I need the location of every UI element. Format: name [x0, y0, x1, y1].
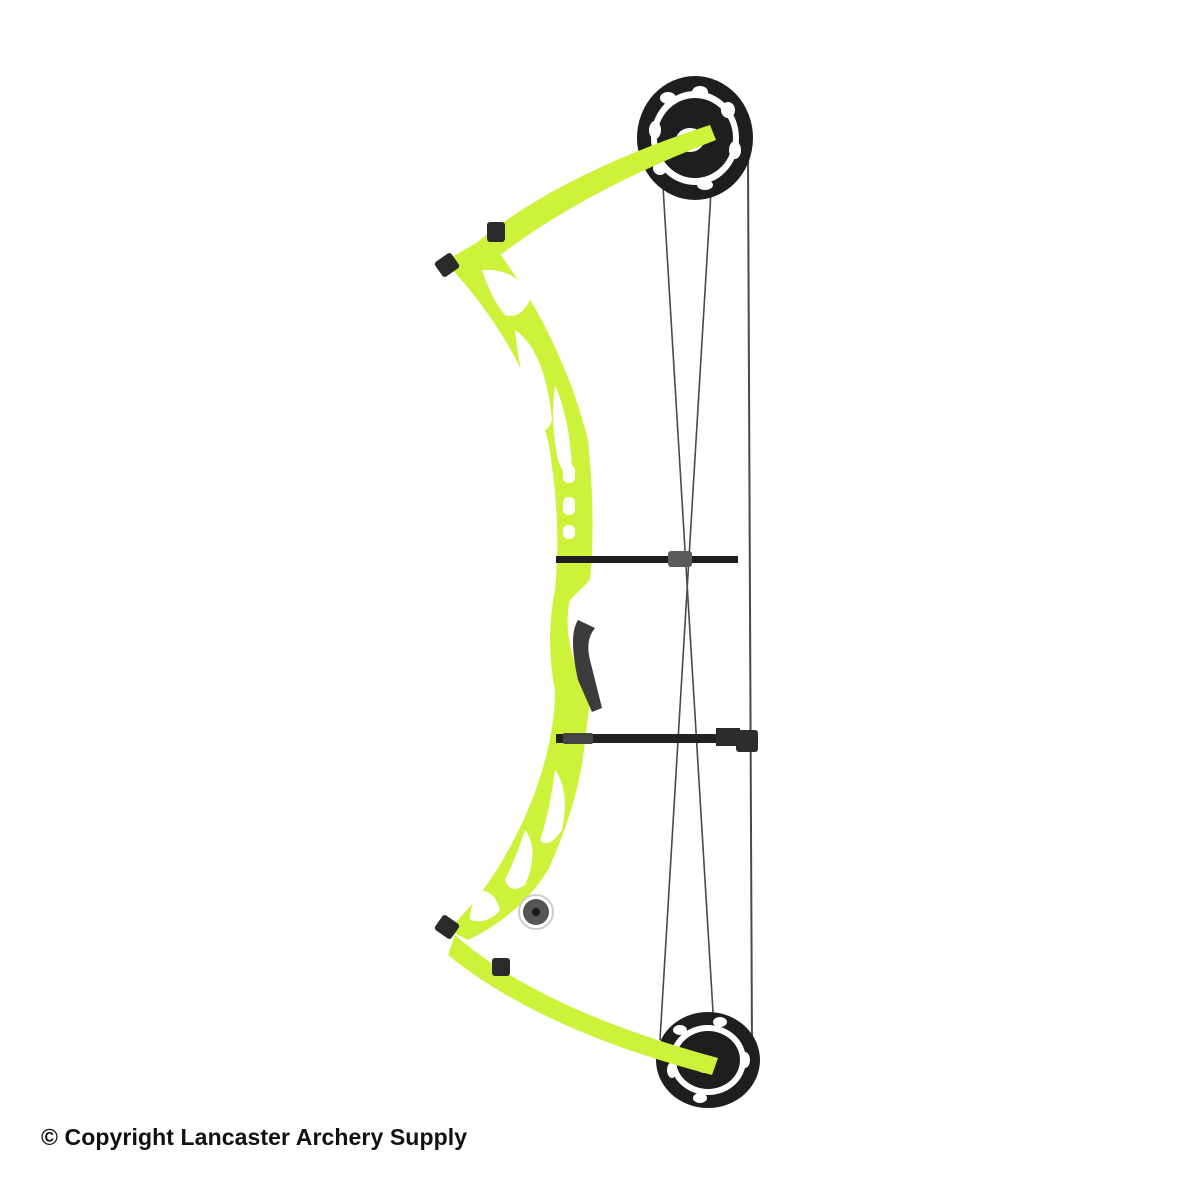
- cable-guard: [556, 728, 758, 752]
- copyright-caption: © Copyright Lancaster Archery Supply: [41, 1124, 468, 1150]
- stabilizer-mount: [518, 894, 554, 930]
- limb-pockets: [434, 222, 510, 976]
- lower-limb: [448, 935, 718, 1075]
- rest-bar: [556, 551, 738, 567]
- upper-limb: [455, 125, 716, 280]
- riser-cutouts: [470, 269, 575, 922]
- bowstring-and-cables: [659, 159, 753, 1051]
- grip: [573, 620, 602, 712]
